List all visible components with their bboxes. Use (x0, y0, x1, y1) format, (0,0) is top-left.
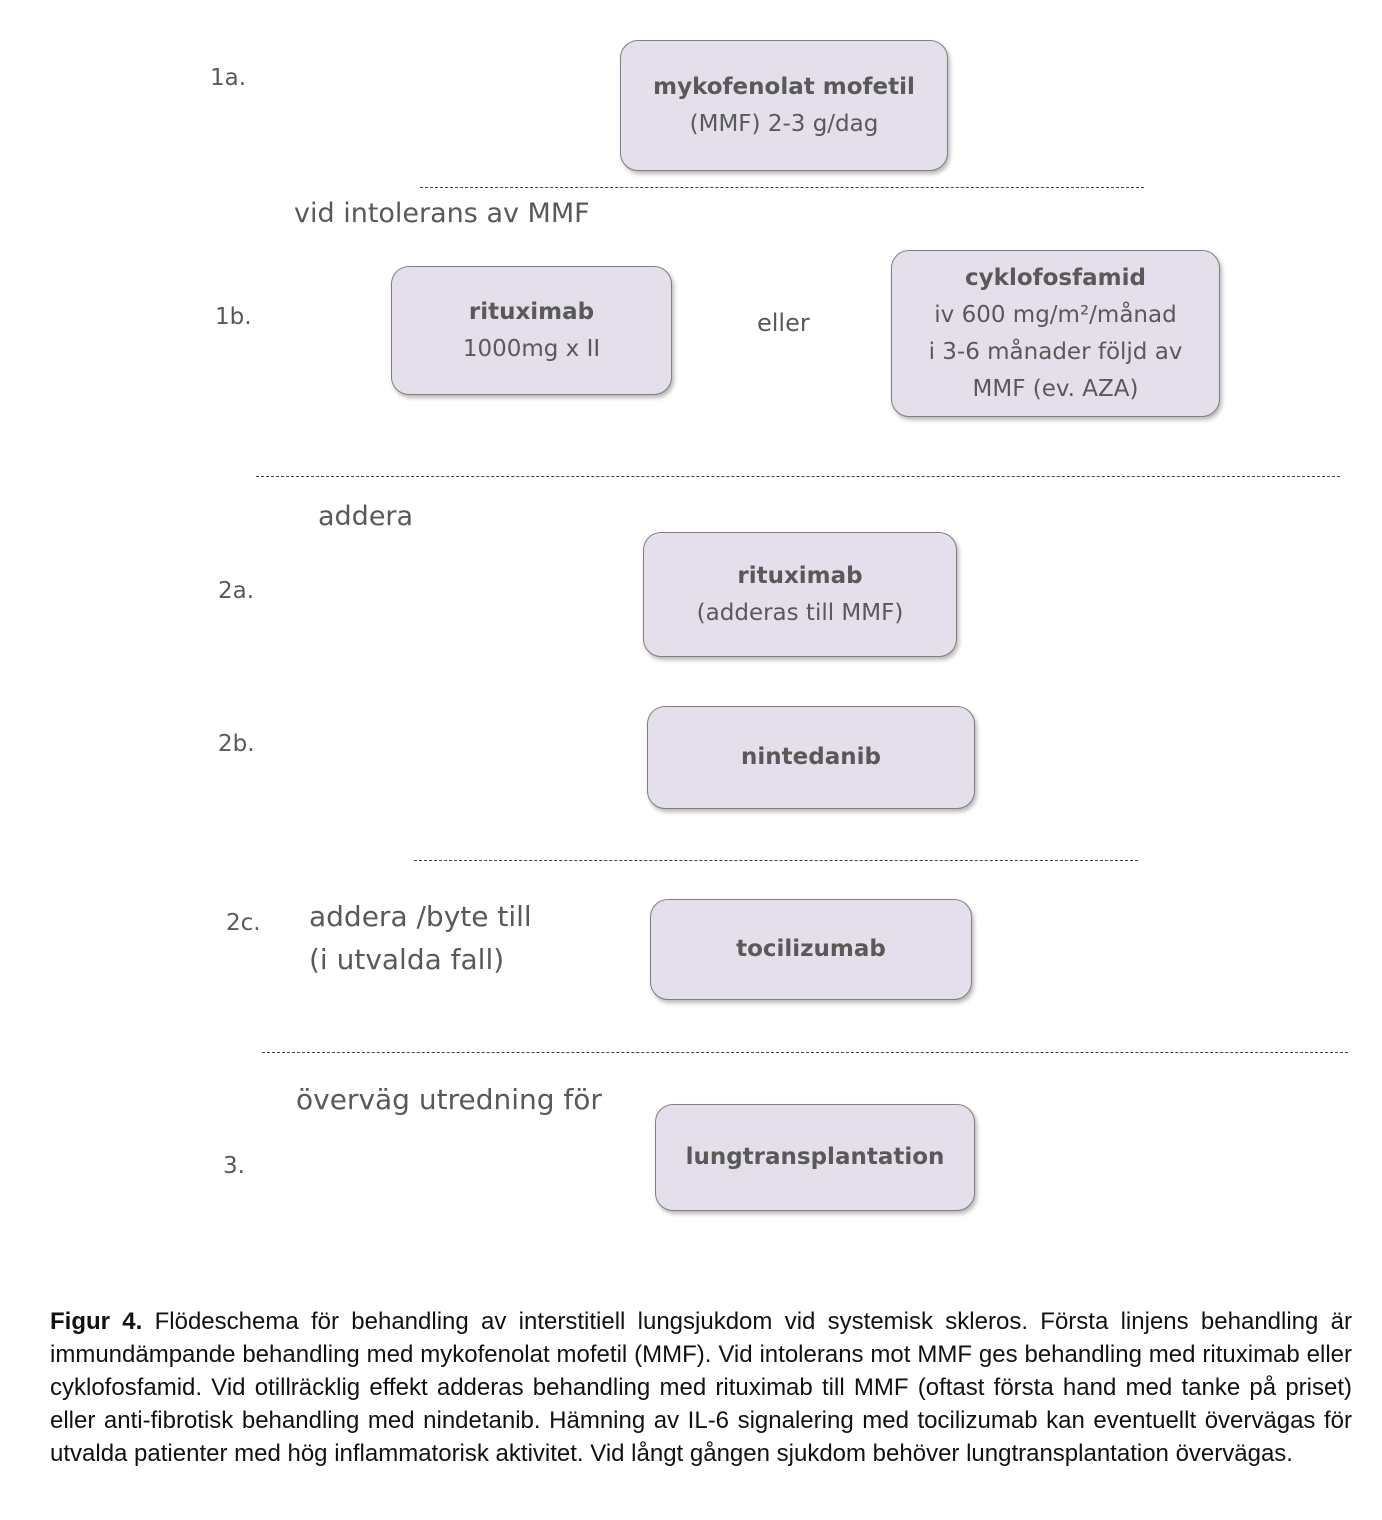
divider-3 (414, 860, 1138, 861)
step-2b-label: 2b. (218, 731, 255, 757)
rituximab-2a-title: rituximab (737, 562, 863, 589)
add-switch-label-line2: (i utvalda fall) (309, 943, 505, 976)
figure-caption: Figur 4. Flödeschema för behandling av i… (50, 1305, 1352, 1470)
consider-label: överväg utredning för (296, 1083, 602, 1116)
lung-transplant-title: lungtransplantation (685, 1144, 945, 1170)
divider-4 (262, 1052, 1348, 1053)
divider-1 (420, 187, 1144, 188)
step-2c-label: 2c. (226, 910, 261, 936)
mmf-box: mykofenolat mofetil (MMF) 2-3 g/dag (620, 40, 948, 171)
mmf-box-dose: (MMF) 2-3 g/dag (689, 110, 879, 137)
cyclophosphamide-followup: MMF (ev. AZA) (972, 375, 1139, 402)
nintedanib-title: nintedanib (741, 744, 881, 770)
rituximab-2a-note: (adderas till MMF) (696, 599, 904, 626)
cyclophosphamide-dose: iv 600 mg/m²/månad (934, 301, 1177, 328)
step-2a-label: 2a. (218, 578, 255, 604)
rituximab-1b-dose: 1000mg x II (462, 335, 601, 362)
caption-text: Flödeschema för behandling av interstiti… (50, 1308, 1353, 1467)
cyclophosphamide-title: cyklofosfamid (965, 264, 1146, 291)
add-switch-label: addera /byte till (i utvalda fall) (309, 895, 532, 981)
tocilizumab-box: tocilizumab (650, 899, 972, 1000)
lung-transplant-box: lungtransplantation (655, 1104, 975, 1211)
cyclophosphamide-duration: i 3-6 månader följd av (928, 338, 1183, 365)
figure-label: Figur 4. (50, 1308, 143, 1335)
divider-2 (256, 476, 1340, 477)
step-1b-label: 1b. (215, 304, 252, 330)
add-switch-label-line1: addera /byte till (309, 900, 532, 933)
add-label: addera (318, 501, 414, 532)
intolerance-label: vid intolerans av MMF (294, 198, 590, 229)
mmf-box-title: mykofenolat mofetil (653, 73, 915, 100)
rituximab-1b-title: rituximab (468, 298, 595, 325)
or-label: eller (757, 309, 810, 337)
step-1a-label: 1a. (210, 65, 247, 91)
tocilizumab-title: tocilizumab (736, 936, 886, 962)
step-3-label: 3. (223, 1153, 245, 1179)
cyclophosphamide-box: cyklofosfamid iv 600 mg/m²/månad i 3-6 m… (891, 250, 1220, 417)
rituximab-1b-box: rituximab 1000mg x II (391, 266, 672, 395)
nintedanib-box: nintedanib (647, 706, 975, 809)
rituximab-2a-box: rituximab (adderas till MMF) (643, 532, 957, 657)
